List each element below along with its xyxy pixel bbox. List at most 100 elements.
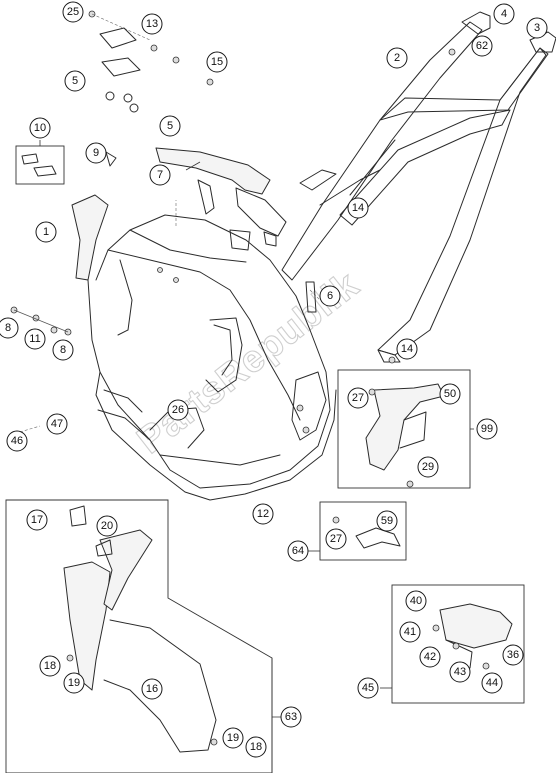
callout-circle bbox=[252, 503, 274, 525]
callout-label: 2 bbox=[394, 52, 400, 64]
callout-circle bbox=[493, 3, 515, 25]
callout-label: 8 bbox=[60, 344, 66, 356]
callout-circle bbox=[141, 678, 163, 700]
callout-circle bbox=[167, 399, 189, 421]
callout-circle bbox=[6, 430, 28, 452]
callout-11: 11 bbox=[24, 328, 46, 350]
callout-9: 9 bbox=[85, 142, 107, 164]
callout-circle bbox=[396, 338, 418, 360]
callout-4: 4 bbox=[493, 3, 515, 25]
callout-label: 6 bbox=[327, 290, 333, 302]
callout-circle bbox=[405, 590, 427, 612]
callout-label: 9 bbox=[93, 147, 99, 159]
callout-64: 64 bbox=[287, 540, 309, 562]
callout-label: 1 bbox=[43, 226, 49, 238]
callout-47: 47 bbox=[46, 413, 68, 435]
callout-circle bbox=[24, 328, 46, 350]
callout-label: 10 bbox=[34, 122, 46, 134]
callout-circle bbox=[325, 528, 347, 550]
callout-label: 4 bbox=[501, 8, 507, 20]
callout-circle bbox=[449, 661, 471, 683]
callout-99: 99 bbox=[476, 418, 498, 440]
callout-label: 17 bbox=[31, 514, 43, 526]
part-64-group bbox=[319, 501, 407, 561]
callout-label: 15 bbox=[211, 56, 223, 68]
part-63-group bbox=[5, 499, 273, 773]
callout-8: 8 bbox=[52, 339, 74, 361]
callout-circle bbox=[417, 456, 439, 478]
callout-circle bbox=[376, 510, 398, 532]
callout-circle bbox=[64, 70, 86, 92]
callout-circle bbox=[26, 509, 48, 531]
callout-circle bbox=[0, 317, 19, 339]
callout-59: 59 bbox=[376, 510, 398, 532]
callout-circle bbox=[222, 727, 244, 749]
callout-label: 18 bbox=[44, 660, 56, 672]
callout-circle bbox=[35, 221, 57, 243]
callout-19: 19 bbox=[222, 727, 244, 749]
callout-16: 16 bbox=[141, 678, 163, 700]
callout-label: 8 bbox=[5, 322, 11, 334]
callout-circle bbox=[29, 117, 51, 139]
callout-label: 14 bbox=[401, 343, 413, 355]
callout-circle bbox=[149, 164, 171, 186]
callout-circle bbox=[159, 115, 181, 137]
callout-label: 12 bbox=[257, 508, 269, 520]
callout-label: 63 bbox=[285, 711, 297, 723]
callout-circle bbox=[347, 387, 369, 409]
callout-label: 62 bbox=[476, 40, 488, 52]
left-hardware bbox=[10, 281, 317, 336]
callout-circle bbox=[439, 383, 461, 405]
callout-circle bbox=[502, 644, 524, 666]
callout-14: 14 bbox=[396, 338, 418, 360]
callout-circle bbox=[62, 1, 84, 23]
callout-20: 20 bbox=[96, 515, 118, 537]
callout-27: 27 bbox=[347, 387, 369, 409]
callout-10: 10 bbox=[29, 117, 51, 139]
callout-19: 19 bbox=[63, 672, 85, 694]
callout-circle bbox=[287, 540, 309, 562]
callout-44: 44 bbox=[481, 672, 503, 694]
callout-circle bbox=[206, 51, 228, 73]
callout-12: 12 bbox=[252, 503, 274, 525]
engine-mount-brackets bbox=[88, 10, 214, 113]
callout-circle bbox=[399, 621, 421, 643]
callout-label: 99 bbox=[481, 423, 493, 435]
callout-label: 46 bbox=[11, 435, 23, 447]
callout-circle bbox=[39, 655, 61, 677]
callout-label: 11 bbox=[29, 333, 40, 345]
callout-circle bbox=[419, 646, 441, 668]
frame-guard bbox=[105, 147, 287, 247]
part-45-group bbox=[391, 584, 525, 704]
callout-circle bbox=[245, 736, 267, 758]
callout-circle bbox=[386, 47, 408, 69]
callout-26: 26 bbox=[167, 399, 189, 421]
callout-circle bbox=[63, 672, 85, 694]
rear-subframe bbox=[281, 11, 556, 364]
callout-label: 5 bbox=[72, 75, 78, 87]
callout-5: 5 bbox=[64, 70, 86, 92]
callout-circle bbox=[526, 17, 548, 39]
callout-5: 5 bbox=[159, 115, 181, 137]
callout-label: 13 bbox=[146, 18, 158, 30]
callout-label: 25 bbox=[67, 6, 79, 18]
callout-label: 40 bbox=[410, 595, 422, 607]
callout-label: 42 bbox=[424, 651, 436, 663]
callout-42: 42 bbox=[419, 646, 441, 668]
callout-label: 29 bbox=[422, 461, 434, 473]
callout-36: 36 bbox=[502, 644, 524, 666]
callout-label: 3 bbox=[534, 22, 540, 34]
callout-circle bbox=[319, 285, 341, 307]
callout-label: 18 bbox=[250, 741, 262, 753]
callout-13: 13 bbox=[141, 13, 163, 35]
callout-circle bbox=[52, 339, 74, 361]
callout-circle bbox=[96, 515, 118, 537]
callout-circle bbox=[476, 418, 498, 440]
callout-label: 36 bbox=[507, 649, 519, 661]
callout-label: 27 bbox=[330, 533, 342, 545]
callout-18: 18 bbox=[39, 655, 61, 677]
callout-2: 2 bbox=[386, 47, 408, 69]
callout-7: 7 bbox=[149, 164, 171, 186]
